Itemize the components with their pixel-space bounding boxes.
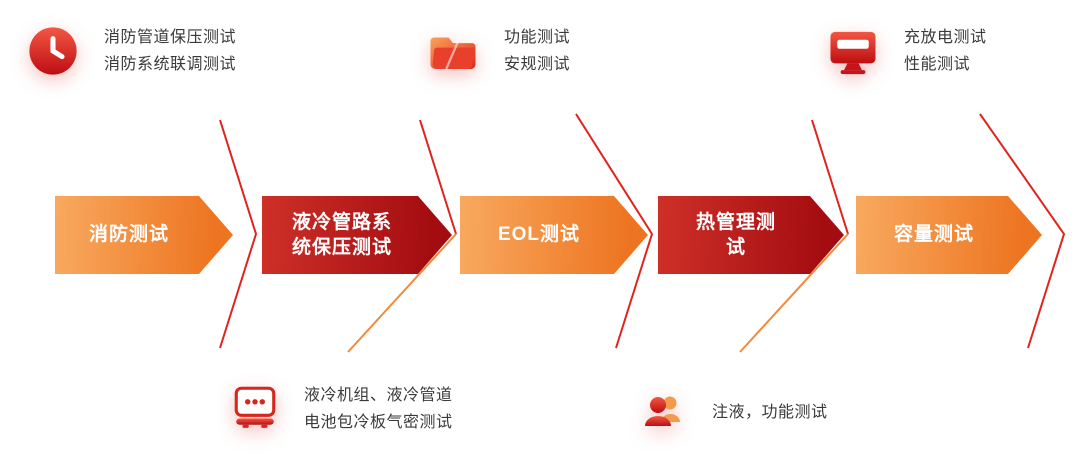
people-icon bbox=[640, 388, 688, 436]
annotation-airtight-test: 液冷机组、液冷管道 电池包冷板气密测试 bbox=[230, 382, 453, 436]
flow-step-liquid-cooling-pressure-test: 液冷管路系统保压测试 bbox=[262, 196, 452, 274]
annotation-function-safety-tests: 功能测试 安规测试 bbox=[426, 24, 570, 78]
annotation-text: 充放电测试 性能测试 bbox=[904, 24, 987, 78]
annotation-liquid-filling-test: 注液，功能测试 bbox=[640, 388, 828, 436]
folder-icon bbox=[426, 24, 480, 78]
annotation-line: 注液，功能测试 bbox=[712, 403, 828, 421]
flow-step-label: 容量测试 bbox=[893, 224, 974, 246]
annotation-text: 消防管道保压测试 消防系统联调测试 bbox=[104, 24, 236, 78]
separator-chevron-1 bbox=[219, 119, 258, 349]
annotation-line: 消防系统联调测试 bbox=[104, 56, 237, 73]
annotation-fire-tests: 消防管道保压测试 消防系统联调测试 bbox=[26, 24, 236, 78]
flow-step-thermal-management-test: 热管理测试 bbox=[658, 196, 844, 274]
clock-icon bbox=[26, 24, 80, 78]
annotation-text: 功能测试 安规测试 bbox=[504, 24, 570, 78]
tester-icon bbox=[230, 382, 280, 432]
annotation-line: 电池包冷板气密测试 bbox=[304, 414, 453, 431]
flow-step-label: 消防测试 bbox=[88, 224, 169, 246]
annotation-line: 功能测试 bbox=[504, 29, 571, 46]
separator-chevron-2-top bbox=[419, 119, 457, 235]
separator-chevron-4-bottom bbox=[739, 233, 849, 353]
annotation-text: 液冷机组、液冷管道 电池包冷板气密测试 bbox=[304, 382, 453, 436]
separator-chevron-5 bbox=[979, 113, 1066, 349]
annotation-line: 性能测试 bbox=[904, 56, 971, 73]
annotation-line: 消防管道保压测试 bbox=[104, 29, 237, 46]
separator-chevron-2-bottom bbox=[347, 233, 457, 353]
annotation-text: 注液，功能测试 bbox=[712, 399, 828, 426]
annotation-line: 充放电测试 bbox=[904, 29, 987, 46]
separator-chevron-3 bbox=[575, 113, 654, 349]
flow-step-eol-test: EOL测试 bbox=[460, 196, 648, 274]
annotation-charge-discharge-tests: 充放电测试 性能测试 bbox=[826, 24, 987, 78]
flow-step-capacity-test: 容量测试 bbox=[856, 196, 1042, 274]
annotation-line: 液冷机组、液冷管道 bbox=[304, 387, 453, 404]
flow-step-label: 液冷管路系统保压测试 bbox=[291, 211, 392, 258]
flow-step-label: 热管理测试 bbox=[695, 211, 776, 258]
monitor-icon bbox=[826, 24, 880, 78]
separator-chevron-4-top bbox=[811, 119, 849, 235]
flow-step-fire-test: 消防测试 bbox=[55, 196, 233, 274]
flow-step-label: EOL测试 bbox=[497, 224, 581, 246]
annotation-line: 安规测试 bbox=[504, 56, 571, 73]
